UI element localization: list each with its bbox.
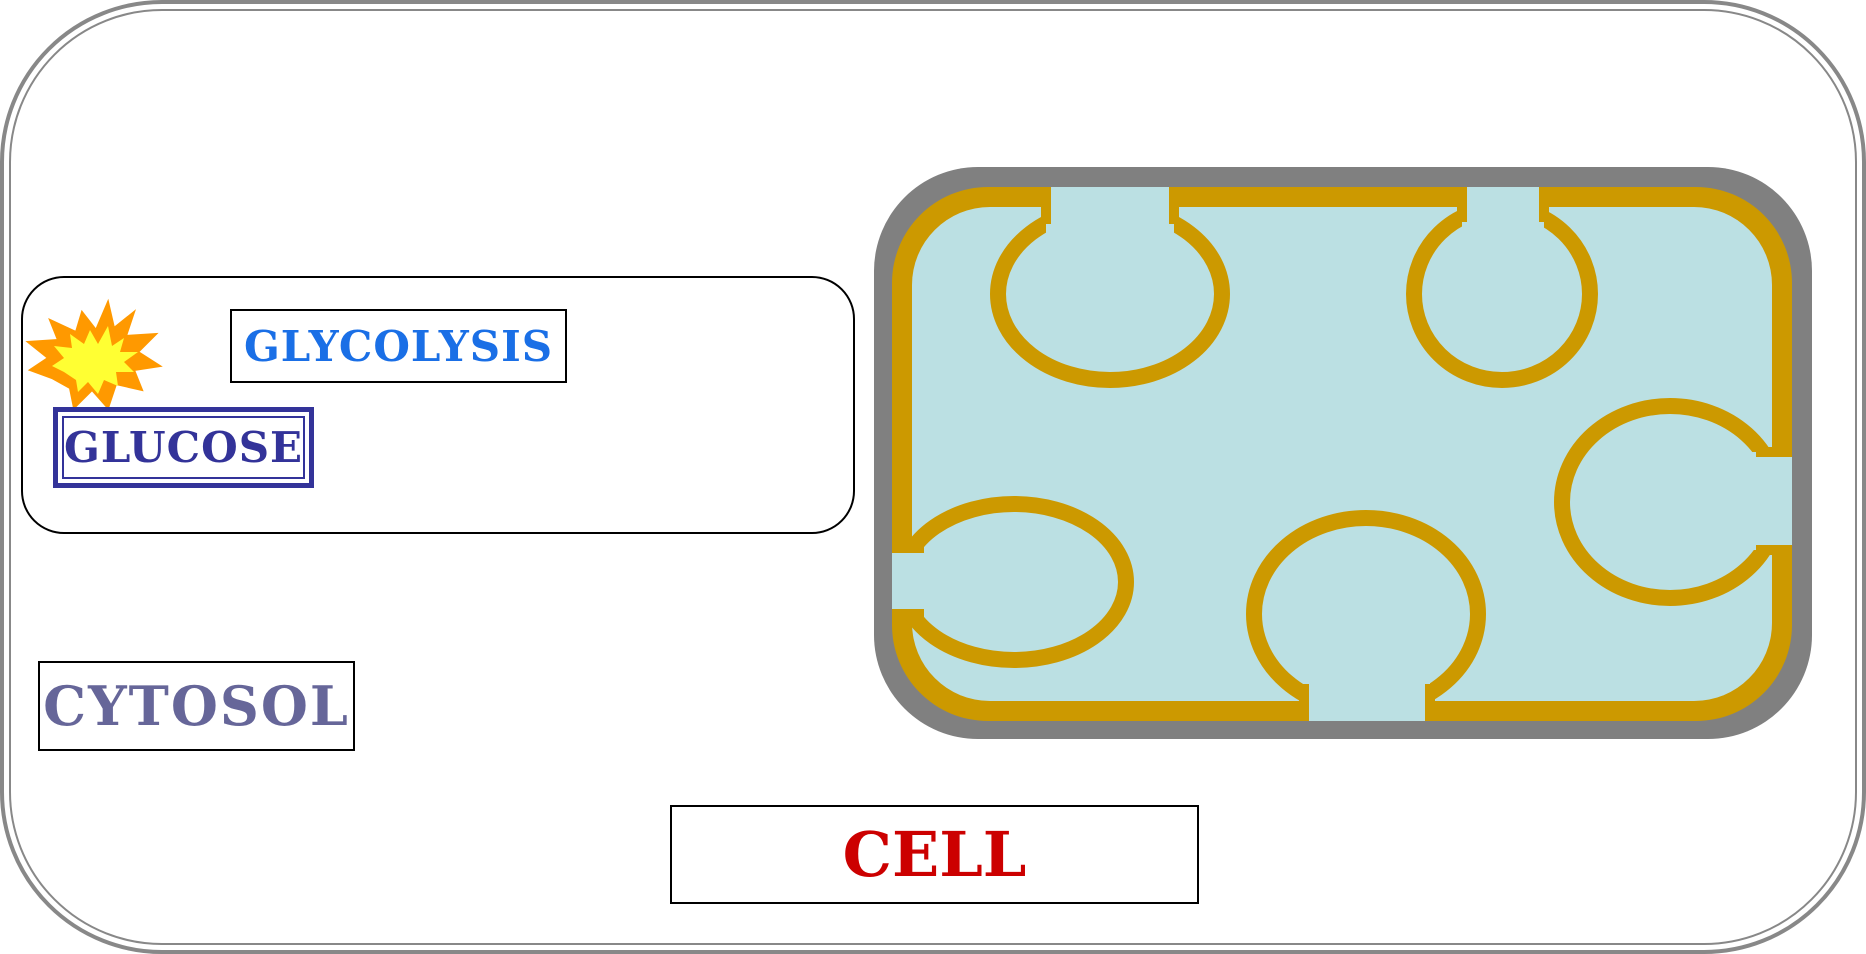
glucose-label: GLUCOSE [53, 407, 314, 488]
mitochondrion-icon [874, 167, 1812, 739]
explosion-burst-icon [25, 298, 163, 411]
crista [1554, 398, 1792, 606]
glucose-label-inner-border [62, 416, 305, 479]
crista [990, 187, 1230, 388]
cytosol-label: CYTOSOL [38, 661, 355, 751]
cell-text: CELL [842, 818, 1027, 891]
crista [1246, 510, 1486, 721]
cell-label: CELL [670, 805, 1199, 904]
crista [1406, 187, 1598, 388]
crista [892, 496, 1134, 668]
glucose-text: GLUCOSE [63, 423, 304, 472]
cytosol-text: CYTOSOL [43, 674, 350, 738]
glycolysis-text: GLYCOLYSIS [243, 321, 554, 371]
glycolysis-label: GLYCOLYSIS [230, 309, 567, 383]
cell-boundary-inner [9, 9, 1857, 945]
